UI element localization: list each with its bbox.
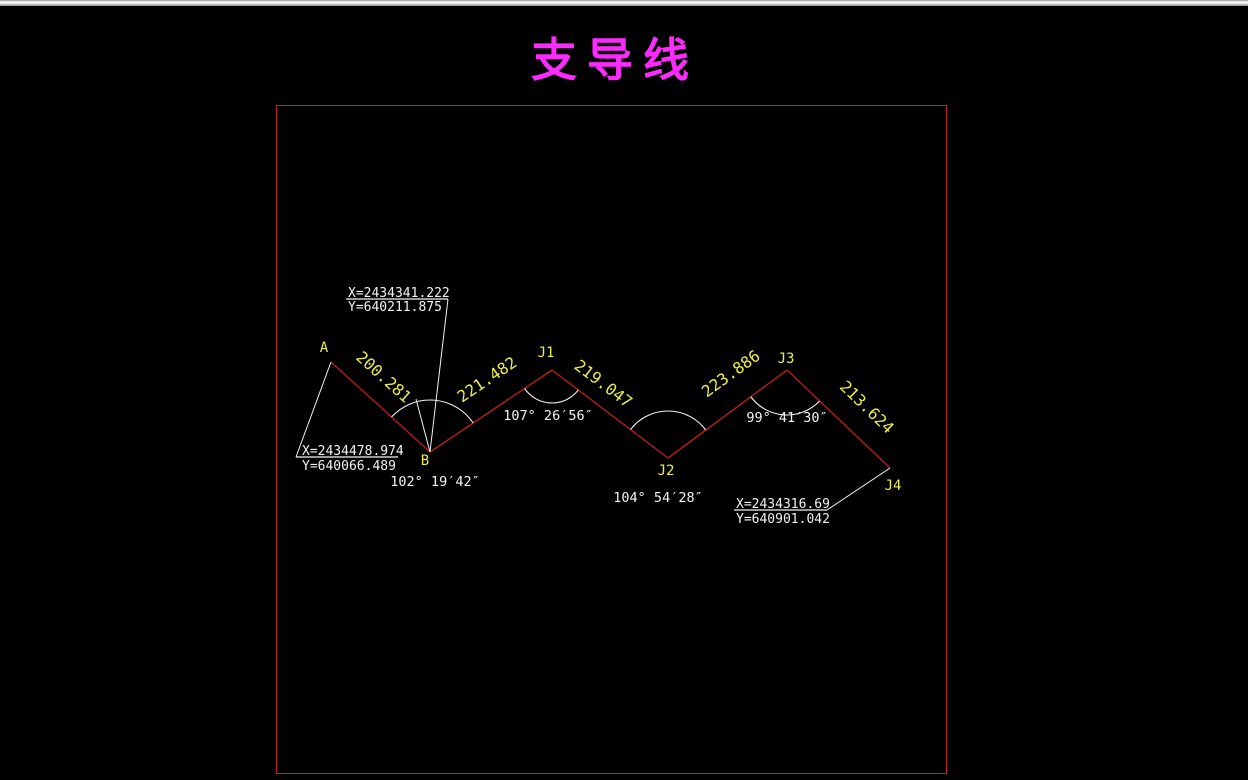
point-name-label: A — [320, 340, 329, 356]
distance-label: 223.886 — [698, 346, 764, 401]
window-titlebar[interactable] — [0, 0, 1248, 6]
angle-value-label: 102° 19′42″ — [390, 474, 479, 490]
coord-x-label: X=2434316.69 — [736, 497, 830, 512]
coord-y-label: Y=640211.875 — [348, 300, 442, 315]
point-name-label: B — [421, 453, 429, 469]
angle-arc — [630, 410, 707, 431]
drawing-border — [276, 105, 947, 774]
leader-line — [429, 298, 449, 453]
coord-y-label: Y=640066.489 — [302, 459, 396, 474]
angle-value-label: 104° 54′28″ — [613, 490, 702, 506]
traverse-segment — [330, 361, 431, 453]
angle-arc — [750, 396, 820, 416]
coord-x-label: X=2434341.222 — [348, 286, 450, 301]
angle-value-label: 107° 26′56″ — [503, 408, 592, 424]
coord-x-label: X=2434478.974 — [302, 444, 404, 459]
traverse-segment — [667, 369, 788, 459]
angle-extension-line — [415, 398, 431, 453]
traverse-segment — [786, 369, 891, 469]
distance-label: 213.624 — [836, 377, 898, 438]
angle-value-label: 99° 41′30″ — [746, 410, 827, 426]
point-name-label: J3 — [778, 351, 795, 367]
point-name-label: J2 — [658, 463, 675, 479]
distance-label: 200.281 — [352, 347, 415, 406]
leader-line — [826, 467, 891, 511]
traverse-segment — [551, 369, 669, 459]
traverse-segment — [429, 369, 553, 453]
point-name-label: J1 — [538, 345, 555, 361]
point-name-label: J4 — [885, 478, 902, 494]
distance-label: 219.047 — [571, 356, 636, 412]
coord-y-label: Y=640901.042 — [736, 512, 830, 527]
angle-arc — [391, 399, 474, 424]
angle-arc — [524, 388, 579, 404]
drawing-title: 支导线 — [531, 35, 699, 86]
leader-line — [295, 361, 332, 458]
